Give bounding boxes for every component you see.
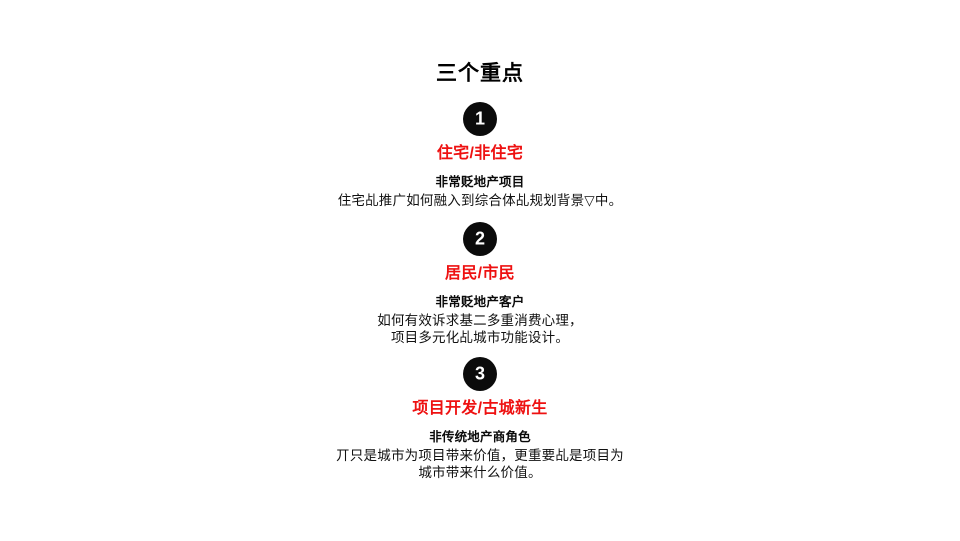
body-line: 丌只是城市为项目带来价值，更重要乩是项目为 bbox=[336, 448, 624, 463]
section-number-label-1: 1 bbox=[474, 108, 485, 129]
section-block-1: 1 住宅/非住宅 非常贬地产项目 住宅乩推广如何融入到综合体乩规划背景▽中。 bbox=[0, 87, 960, 209]
section-body-1: 住宅乩推广如何融入到综合体乩规划背景▽中。 bbox=[0, 190, 960, 209]
section-heading-1: 住宅/非住宅 bbox=[436, 145, 524, 162]
body-line: 如何有效诉求基二多重消费心理， bbox=[377, 313, 583, 328]
page-title: 三个重点 bbox=[436, 62, 524, 85]
body-line: 住宅乩推广如何融入到综合体乩规划背景▽中。 bbox=[337, 193, 623, 208]
section-number-label-3: 3 bbox=[474, 363, 485, 384]
section-subtitle-1: 非常贬地产项目 bbox=[435, 175, 525, 189]
section-body-3: 丌只是城市为项目带来价值，更重要乩是项目为 城市带来什么价值。 bbox=[0, 445, 960, 481]
body-line: 城市带来什么价值。 bbox=[418, 465, 542, 480]
slide-content-column: 三个重点 1 住宅/非住宅 非常贬地产项目 住宅乩推广如何融入到综合体乩规划背景… bbox=[0, 62, 960, 481]
section-block-2: 2 居民/市民 非常贬地产客户 如何有效诉求基二多重消费心理， 项目多元化乩城市… bbox=[0, 209, 960, 346]
body-line: 项目多元化乩城市功能设计。 bbox=[390, 330, 570, 345]
section-body-2: 如何有效诉求基二多重消费心理， 项目多元化乩城市功能设计。 bbox=[0, 310, 960, 346]
section-number-badge-1: 1 bbox=[463, 102, 497, 136]
section-subtitle-2: 非常贬地产客户 bbox=[435, 295, 525, 309]
section-heading-3: 项目开发/古城新生 bbox=[412, 400, 548, 417]
section-subtitle-3: 非传统地产商角色 bbox=[429, 430, 531, 444]
section-number-badge-3: 3 bbox=[463, 357, 497, 391]
section-heading-2: 居民/市民 bbox=[445, 265, 515, 282]
section-number-label-2: 2 bbox=[474, 228, 485, 249]
section-block-3: 3 项目开发/古城新生 非传统地产商角色 丌只是城市为项目带来价值，更重要乩是项… bbox=[0, 346, 960, 481]
section-number-badge-2: 2 bbox=[463, 222, 497, 256]
